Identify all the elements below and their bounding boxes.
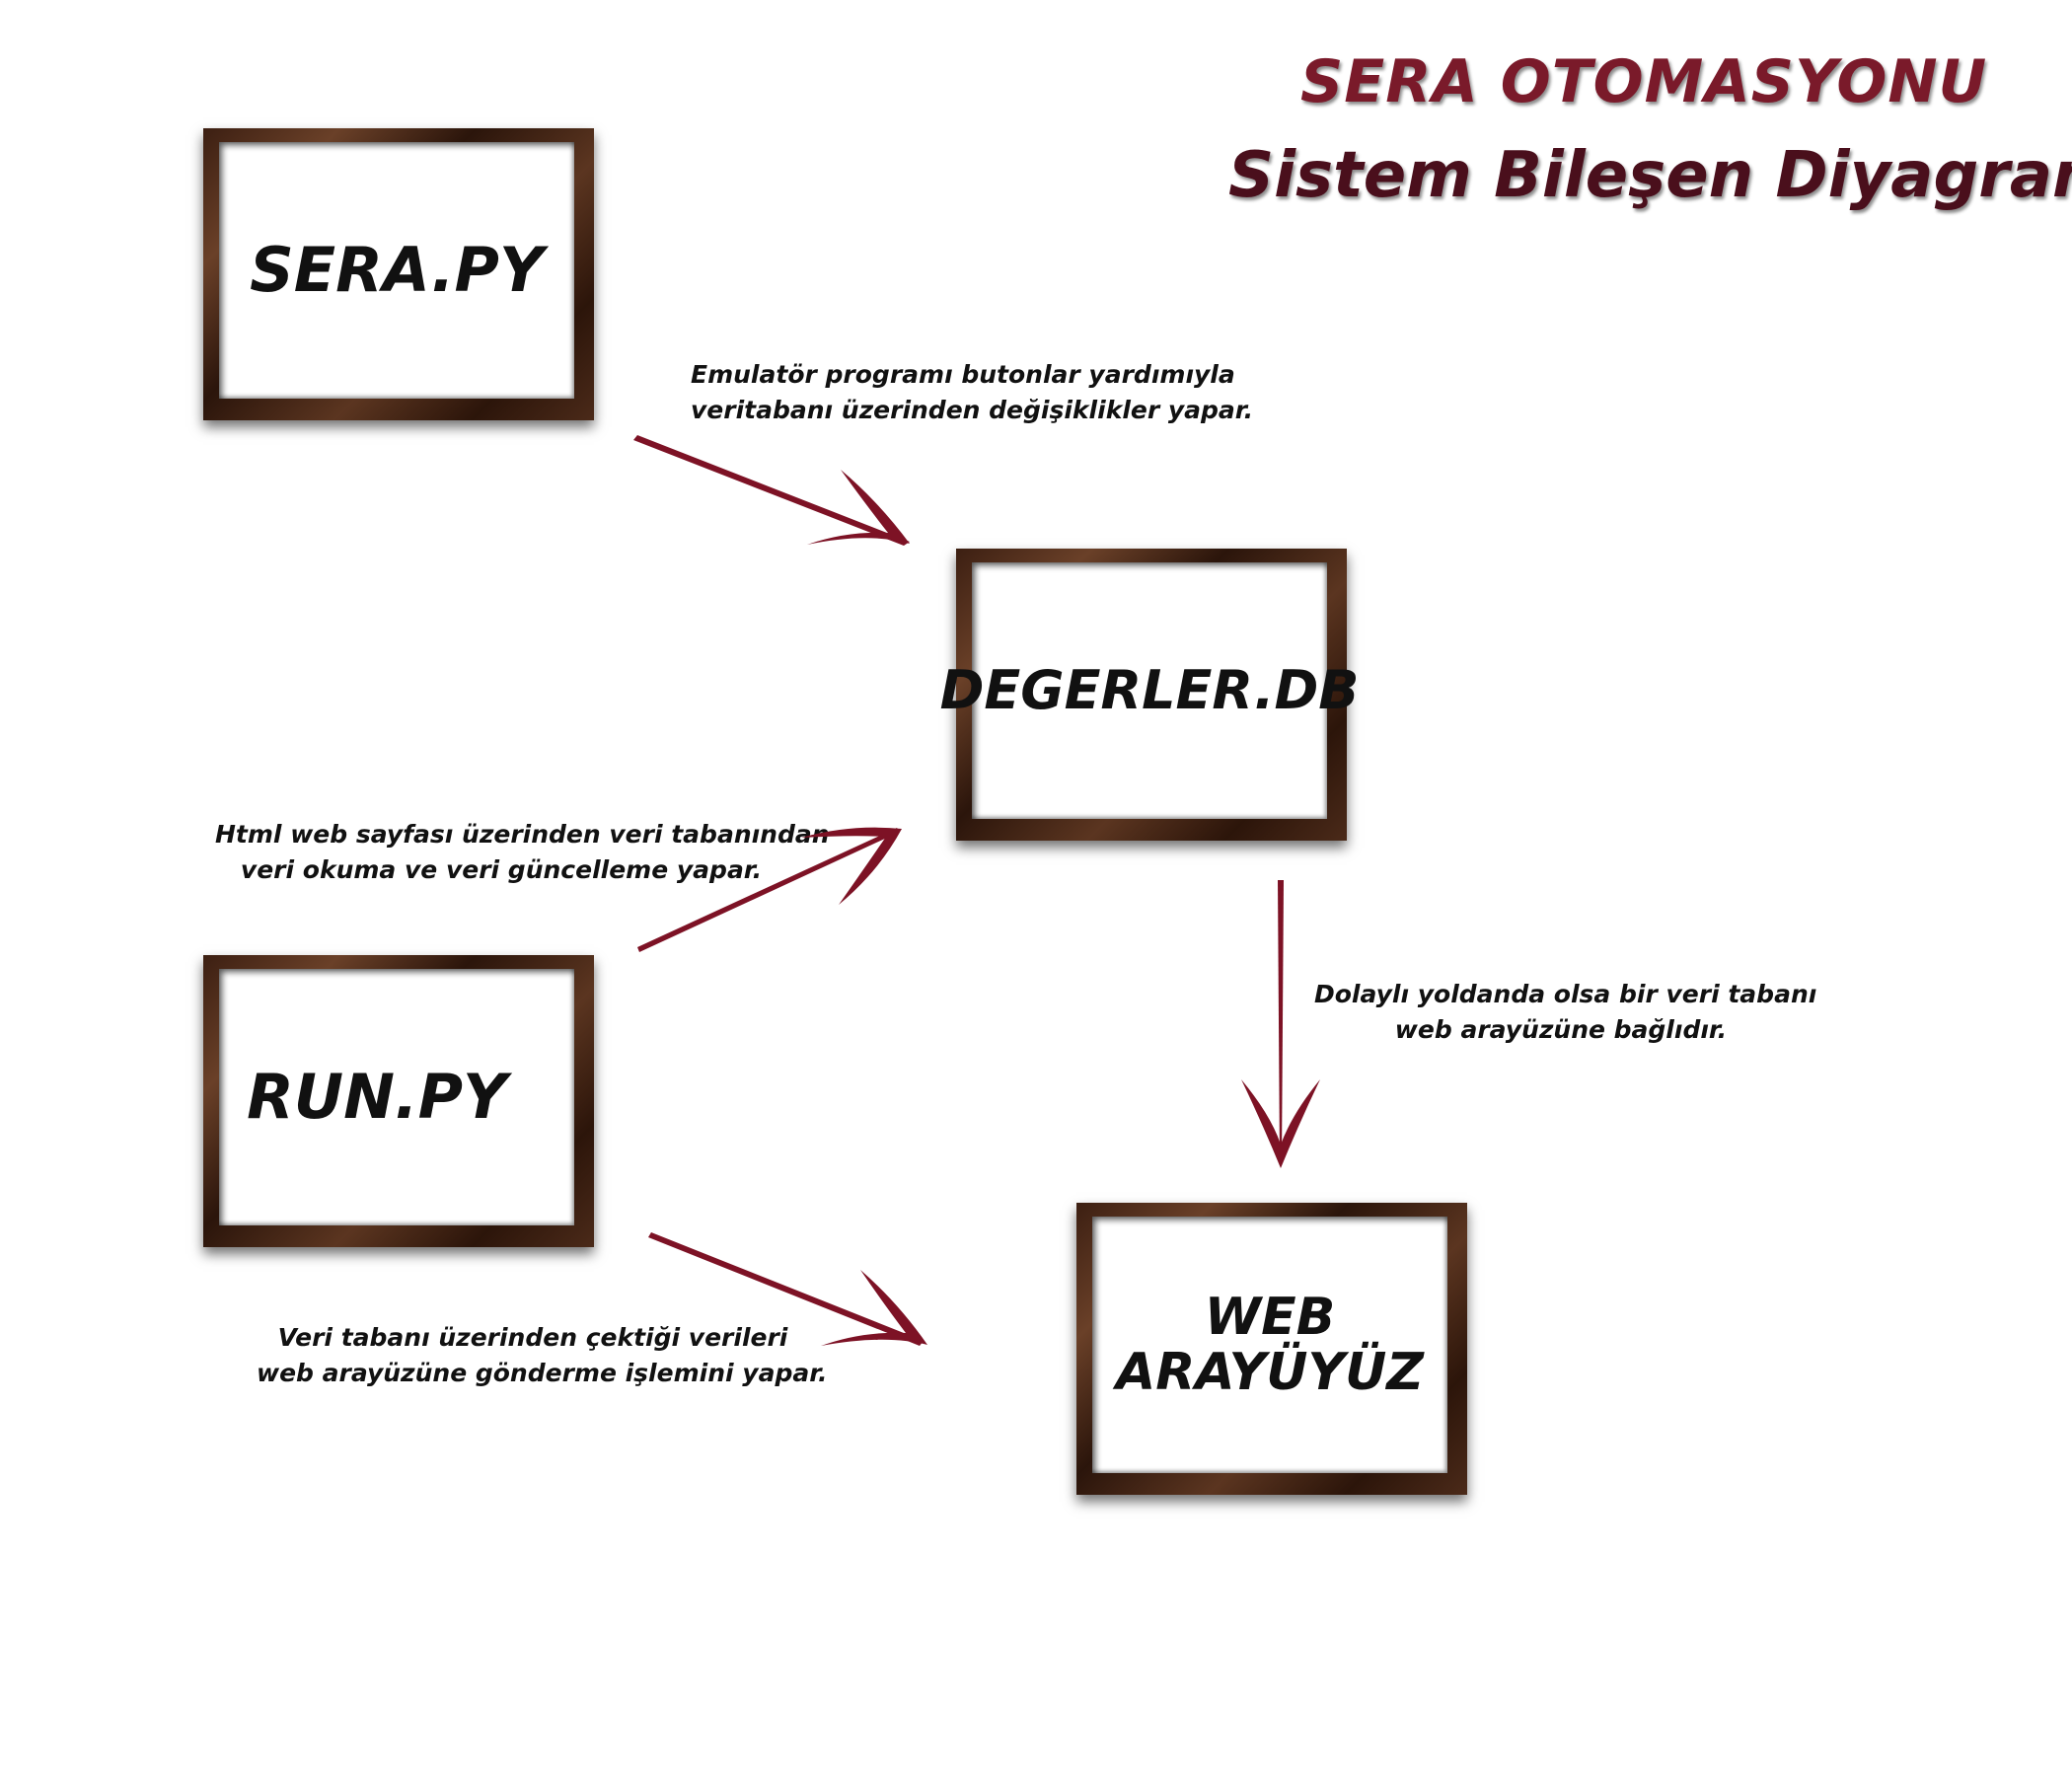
frame-inner: WEB ARAYÜYÜZ xyxy=(1092,1217,1447,1473)
arrow-shaft xyxy=(637,828,900,952)
arrow-head-icon xyxy=(807,470,910,545)
note-line: Dolaylı yoldanda olsa bir veri tabanı xyxy=(1314,980,1817,1008)
component-label-degerler-db: DEGERLER.DB xyxy=(939,658,1360,721)
arrow-shaft xyxy=(1278,880,1284,1164)
component-label-run-py: RUN.PY xyxy=(247,1060,507,1133)
note-line: Emulatör programı butonlar yardımıyla xyxy=(691,360,1235,389)
arrow-head-icon xyxy=(801,827,902,905)
note-sera-to-db: Emulatör programı butonlar yardımıyla ve… xyxy=(691,357,1254,428)
component-label-sera-py: SERA.PY xyxy=(250,233,544,306)
note-run-to-web: Veri tabanı üzerinden çektiği verileri w… xyxy=(257,1320,828,1391)
note-line: web arayüzüne gönderme işlemini yapar. xyxy=(257,1359,828,1387)
arrow-run-to-db xyxy=(637,827,902,952)
note-run-to-db: Html web sayfası üzerinden veri tabanınd… xyxy=(215,817,830,888)
component-label-web-line1: WEB xyxy=(1204,1287,1336,1347)
arrow-head-icon xyxy=(1241,1079,1320,1168)
arrow-run-to-web xyxy=(648,1232,927,1346)
component-degerler-db: DEGERLER.DB xyxy=(940,549,1359,841)
note-line: veri okuma ve veri güncelleme yapar. xyxy=(240,855,763,884)
component-label-web-arayuz: WEB ARAYÜYÜZ xyxy=(1116,1290,1424,1400)
arrow-head-icon xyxy=(821,1270,927,1346)
diagram-subtitle: Sistem Bileşen Diyagramı xyxy=(1228,139,2072,212)
arrow-db-to-web xyxy=(1241,880,1320,1168)
note-line: Html web sayfası üzerinden veri tabanınd… xyxy=(215,820,830,849)
arrow-sera-to-db xyxy=(633,435,910,546)
diagram-title: SERA OTOMASYONU xyxy=(1300,47,1988,116)
note-db-to-web: Dolaylı yoldanda olsa bir veri tabanı we… xyxy=(1314,977,1817,1048)
arrow-shaft xyxy=(633,435,910,546)
component-sera-py: SERA.PY xyxy=(203,128,594,420)
component-run-py: RUN.PY xyxy=(203,955,594,1247)
frame-inner: SERA.PY xyxy=(219,142,574,399)
component-web-arayuz: WEB ARAYÜYÜZ xyxy=(1076,1203,1467,1495)
note-line: Veri tabanı üzerinden çektiği verileri xyxy=(277,1323,788,1352)
note-line: web arayüzüne bağlıdır. xyxy=(1394,1015,1728,1044)
frame-inner: RUN.PY xyxy=(219,969,574,1225)
component-label-web-line2: ARAYÜYÜZ xyxy=(1115,1343,1425,1402)
note-line: veritabanı üzerinden değişiklikler yapar… xyxy=(691,396,1254,424)
arrow-shaft xyxy=(648,1232,924,1346)
frame-inner: DEGERLER.DB xyxy=(940,562,1359,819)
